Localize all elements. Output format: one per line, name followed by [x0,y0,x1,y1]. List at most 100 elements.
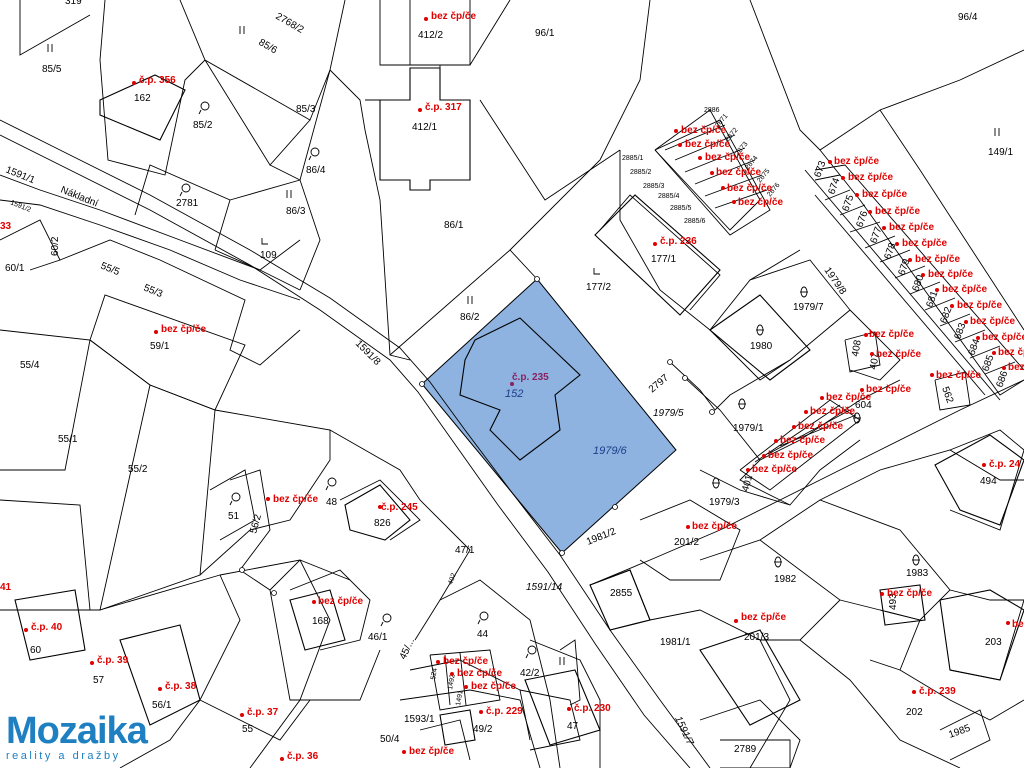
parcel-label: 55/5 [99,261,122,279]
building-label: č.p. 37 [247,707,279,718]
parcel-labels: 319 85/5 2768/2 85/6 412/2 96/1 96/4 162… [4,0,1014,755]
building-label: bez čp/če [834,156,879,167]
building-marker: bez čp/če [864,329,914,340]
building-label: bez čp/če [471,681,516,692]
land-use-symbols [47,26,1000,665]
parcel-label: 47/1 [455,545,475,556]
building-label: bez čp/če [738,197,783,208]
arable-land-icon [467,296,473,304]
other-area-icon [912,554,920,566]
building-marker: bez čp/če [820,392,871,403]
parcel-label: 55/2 [128,464,148,475]
building-marker: bez čp/če [828,156,879,167]
parcel-label: 85/3 [296,104,316,115]
building-label: bez čp/če [457,668,502,679]
parcel-label: 60 [30,645,42,656]
building-label: bez čp/če [685,139,730,150]
building-label: bez čp/če [798,421,843,432]
parcel-label: 55/3 [142,283,165,301]
parcel-label: 109 [260,250,277,261]
building-label: bez čp/če [752,464,797,475]
building-marker: bez čp/če [450,668,502,679]
parcel-label: 51 [228,511,240,522]
parcel-label: 408 [850,339,864,358]
building-label: bez čp/če [928,269,973,280]
building-marker: bez čp/če [732,197,783,208]
parcel-label: 45/... [398,636,417,661]
parcel-label: 826 [374,518,391,529]
building-marker: č.p. 230 [567,703,611,714]
parcel-label: 673 [812,159,828,179]
parcel-label: 44 [477,629,489,640]
parcel-label: 2885/5 [670,205,692,212]
building-marker: bez čp/če [882,222,934,233]
selected-building-cp[interactable]: č.p. 235 [512,372,549,383]
parcel-label: 86/3 [286,206,306,217]
parcel-label: 203 [985,637,1002,648]
other-area-icon [738,398,746,410]
building-label: bez čp/če [942,284,987,295]
building-label: č.p. 38 [165,681,197,692]
building-label: bez čp/če [681,125,726,136]
building-marker: 33 [0,221,12,232]
arable-land-icon [47,44,53,52]
parcel-label: 412/2 [418,30,443,41]
building-marker: bez čp/če [436,656,488,667]
parcel-label: 1980 [750,341,773,352]
building-label: bez čp/če [161,324,206,335]
logo-name: Mozaika [6,710,148,752]
building-marker: bez čp/če [908,254,960,265]
building-marker: č.p. 37 [240,707,279,718]
building-marker: bez čp/če [734,612,786,623]
parcel-label: 2768/2 [274,11,306,36]
street-name: Nákladní [59,185,100,210]
building-label: č.p. 236 [660,236,697,247]
building-marker: č.p. 39 [90,655,129,666]
parcel-label: 60/1 [5,263,25,274]
parcel-label: 604 [855,400,872,411]
building-label: bez čp/če [848,172,893,183]
parcel-label: 2797 [647,372,671,395]
parcel-label: 48 [326,497,338,508]
building-label: bez čp/če [409,746,454,757]
building-label: č.p. 39 [97,655,129,666]
parcel-label: 682 [938,305,954,325]
building-marker: bez čp/če [678,139,730,150]
parcel-label: 1591/2 [9,199,32,214]
building-label: bez čp/če [862,189,907,200]
building-label: bez čp/če [768,450,813,461]
parcel-label: 1982 [774,574,797,585]
building-marker: bez čp/če [880,588,932,599]
building-marker: bez čp/če [855,189,907,200]
building-marker: bez čp/če [992,347,1024,358]
garden-icon [229,492,241,506]
parcel-label: 1979/1 [733,423,764,434]
selected-building-number[interactable]: 152 [505,388,523,400]
parcel-label: 46/1 [368,632,388,643]
building-marker: č.p. 38 [158,681,197,692]
building-marker: bez čp/če [1002,362,1024,373]
building-marker: č.p. 236 [653,236,697,247]
selected-parcel-number[interactable]: 1979/6 [593,445,628,457]
building-label: bez čp/če [998,347,1024,358]
mozaika-logo[interactable]: Mozaika reality a dražby [6,710,148,762]
parcel-label: 493 [888,593,899,610]
parcel-label: 96/1 [535,28,555,39]
building-label: č.p. 245 [381,502,418,513]
building-marker: bez čp/če [804,406,855,417]
parcel-label: 1985 [947,723,972,741]
building-label: bez čp/če [889,222,934,233]
parcel-label: 47 [567,721,579,732]
parcel-label: 401 [740,473,755,492]
parcel-label: 202 [906,707,923,718]
garden-icon [198,101,210,115]
parcel-label: 1979/5 [653,408,684,419]
parcel-label: 2789 [734,744,757,755]
parcel-label: 86/1 [444,220,464,231]
building-marker: bez čp/če [686,521,737,532]
arable-land-icon [286,190,292,198]
parcel-label: 55 [242,724,254,735]
building-label: bez čp/če [915,254,960,265]
building-label: bez čp/če [957,300,1002,311]
